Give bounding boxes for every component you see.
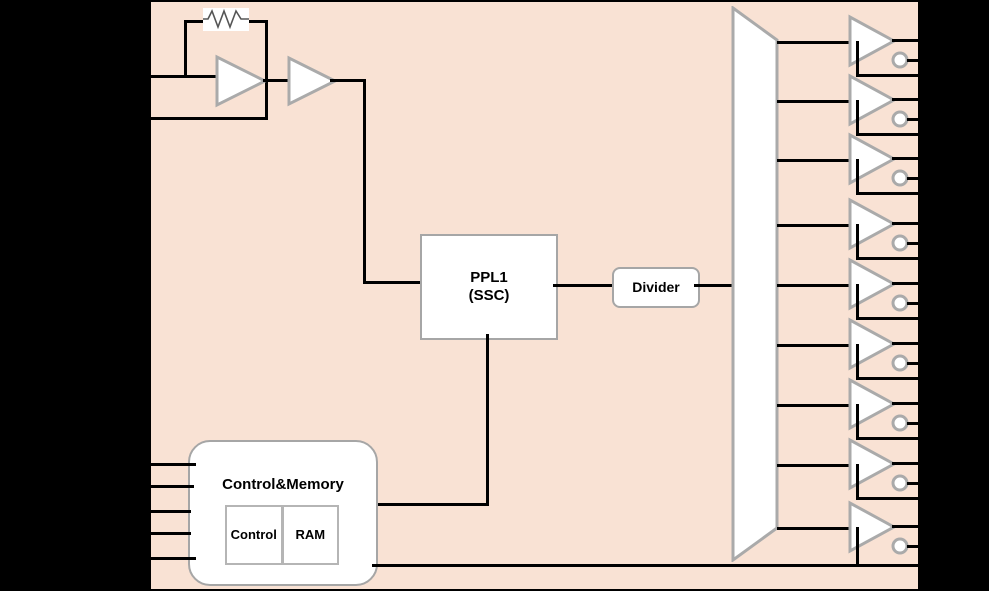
- feedback-right-wire: [265, 20, 268, 120]
- pin-ctrl-3-wire: [151, 510, 191, 513]
- fanout-tap-1-wire: [777, 41, 852, 44]
- ram-subblock: RAM: [282, 505, 339, 565]
- pin-ctrl-4-wire: [151, 532, 191, 535]
- out-8-p-wire: [892, 462, 918, 465]
- out-1-n-drop-wire: [856, 41, 859, 77]
- out-8-n-wire: [907, 482, 918, 485]
- pll-control-down-wire: [486, 334, 489, 506]
- pll-label-line2: (SSC): [468, 287, 510, 304]
- oscillator-buffer-icon: [287, 55, 339, 107]
- out-7-p-wire: [892, 402, 918, 405]
- control-to-pll-wire: [372, 503, 489, 506]
- out-buffer-4-icon: [848, 197, 909, 252]
- out-9-n-drop-wire: [856, 527, 859, 565]
- out-5-n-drop-wire: [856, 284, 859, 320]
- out-6-n-return-wire: [856, 377, 918, 380]
- out-5-n-wire: [907, 302, 918, 305]
- fanout-tap-7-wire: [777, 404, 852, 407]
- oscillator-amplifier-icon: [215, 54, 269, 108]
- out-5-n-return-wire: [856, 317, 918, 320]
- out-4-n-drop-wire: [856, 224, 859, 260]
- fanout-tap-9-wire: [777, 527, 852, 530]
- out-1-n-wire: [907, 59, 918, 62]
- out-2-n-return-wire: [856, 133, 918, 136]
- control-memory-subblocks: Control RAM: [225, 505, 339, 565]
- out-1-p-wire: [892, 39, 918, 42]
- out-4-n-wire: [907, 242, 918, 245]
- out-3-n-return-wire: [856, 192, 918, 195]
- out-2-p-wire: [892, 98, 918, 101]
- ram-label: RAM: [295, 527, 326, 543]
- control-memory-title: Control&Memory: [222, 476, 344, 493]
- control-memory-block: Control&Memory Control RAM: [188, 440, 378, 586]
- control-output-bus-wire: [372, 564, 918, 567]
- control-subblock: Control: [225, 505, 283, 565]
- pin-ctrl-1-wire: [151, 463, 196, 466]
- out-9-n-wire: [907, 545, 918, 548]
- out-3-p-wire: [892, 157, 918, 160]
- out-buffer-7-icon: [848, 377, 909, 432]
- out-8-n-return-wire: [856, 497, 918, 500]
- feedback-left-wire: [184, 20, 187, 78]
- osc-to-pll-top-wire: [330, 79, 366, 82]
- fanout-block: [731, 6, 779, 562]
- out-buffer-1-icon: [848, 14, 909, 69]
- out-7-n-drop-wire: [856, 404, 859, 440]
- divider-block: Divider: [612, 267, 700, 308]
- out-buffer-9-icon: [848, 500, 909, 555]
- out-2-n-wire: [907, 118, 918, 121]
- pin-xout-wire: [151, 117, 268, 120]
- pll-label-line1: PPL1: [470, 269, 508, 287]
- out-6-p-wire: [892, 342, 918, 345]
- out-7-n-return-wire: [856, 437, 918, 440]
- pin-ctrl-2-wire: [151, 485, 194, 488]
- out-1-n-return-wire: [856, 74, 918, 77]
- out-3-n-drop-wire: [856, 159, 859, 195]
- out-3-n-wire: [907, 177, 918, 180]
- out-buffer-8-icon: [848, 437, 909, 492]
- out-9-p-wire: [892, 525, 918, 528]
- fanout-tap-6-wire: [777, 344, 852, 347]
- feedback-top-right-wire: [243, 20, 268, 23]
- out-2-n-drop-wire: [856, 100, 859, 136]
- out-6-n-wire: [907, 362, 918, 365]
- amp-output-wire: [263, 79, 289, 82]
- control-label: Control: [230, 527, 277, 543]
- out-4-n-return-wire: [856, 257, 918, 260]
- divider-label: Divider: [632, 279, 680, 296]
- out-buffer-2-icon: [848, 73, 909, 128]
- out-7-n-wire: [907, 422, 918, 425]
- out-6-n-drop-wire: [856, 344, 859, 380]
- fanout-tap-2-wire: [777, 100, 852, 103]
- out-8-n-drop-wire: [856, 464, 859, 500]
- osc-to-pll-in-wire: [363, 281, 422, 284]
- pll-block: PPL1 (SSC): [420, 234, 558, 340]
- out-5-p-wire: [892, 282, 918, 285]
- pll-to-divider-wire: [553, 284, 614, 287]
- fanout-tap-5-wire: [777, 284, 852, 287]
- fanout-tap-4-wire: [777, 224, 852, 227]
- out-4-p-wire: [892, 222, 918, 225]
- out-buffer-5-icon: [848, 257, 909, 312]
- osc-to-pll-down-wire: [363, 79, 366, 283]
- fanout-tap-8-wire: [777, 464, 852, 467]
- fanout-tap-3-wire: [777, 159, 852, 162]
- feedback-top-left-wire: [184, 20, 209, 23]
- pin-ctrl-5-wire: [151, 557, 196, 560]
- feedback-resistor-icon: [203, 8, 249, 31]
- divider-to-fanout-wire: [694, 284, 749, 287]
